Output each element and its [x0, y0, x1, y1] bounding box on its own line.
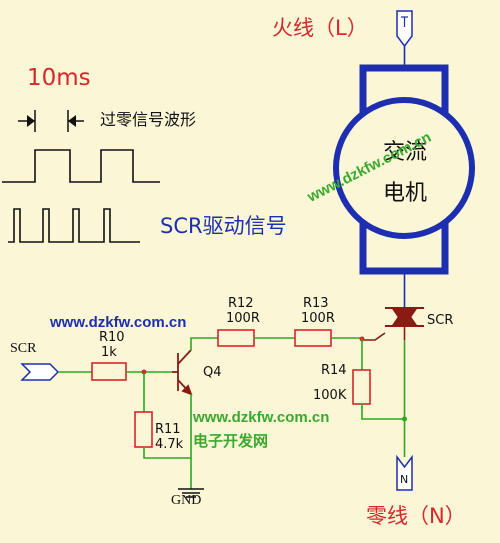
r12-value: 100R [226, 311, 260, 326]
r13-value: 100R [301, 311, 335, 326]
zero-cross-waveform [2, 149, 160, 183]
r14-name: R14 [321, 363, 347, 378]
r12-name: R12 [228, 296, 254, 311]
motor-label-line1: 交流 [383, 140, 428, 165]
terminal-l [396, 10, 413, 48]
q4-label: Q4 [203, 365, 222, 380]
timing-marker [18, 110, 84, 132]
terminal-n [396, 454, 413, 491]
motor-label-line2: 电机 [383, 181, 428, 206]
resistor-r11 [134, 411, 153, 448]
r10-value: 1k [101, 345, 117, 360]
scr-input-label: SCR [10, 341, 37, 356]
watermark-site-name: 电子开发网 [193, 433, 269, 450]
r13-name: R13 [303, 296, 329, 311]
r10-name: R10 [99, 330, 125, 345]
r11-name: R11 [155, 422, 181, 437]
resistor-r10 [91, 362, 127, 381]
scr-triac [364, 307, 424, 341]
zero-cross-label: 过零信号波形 [100, 110, 197, 129]
watermark-url-mid: www.dzkfw.com.cn [50, 314, 187, 331]
scr-signal-label: SCR驱动信号 [160, 214, 287, 238]
ground-symbol [178, 488, 204, 498]
scr-drive-waveform [8, 208, 140, 243]
time-label: 10ms [27, 65, 91, 91]
resistor-r14 [352, 369, 371, 405]
resistor-r13 [294, 329, 332, 347]
r14-value: 100K [313, 388, 347, 403]
terminal-n-letter: N [400, 473, 409, 486]
scr-device-label: SCR [427, 313, 454, 328]
gnd-label: GND [171, 493, 202, 508]
resistor-r12 [217, 329, 255, 347]
r11-value: 4.7k [155, 437, 184, 452]
watermark-url-low: www.dzkfw.com.cn [193, 409, 330, 426]
live-wire-label: 火线（L） [272, 16, 368, 40]
scr-input-terminal [20, 363, 60, 381]
transistor-q4 [172, 349, 193, 396]
neutral-wire-label: 零线（N） [366, 504, 466, 528]
